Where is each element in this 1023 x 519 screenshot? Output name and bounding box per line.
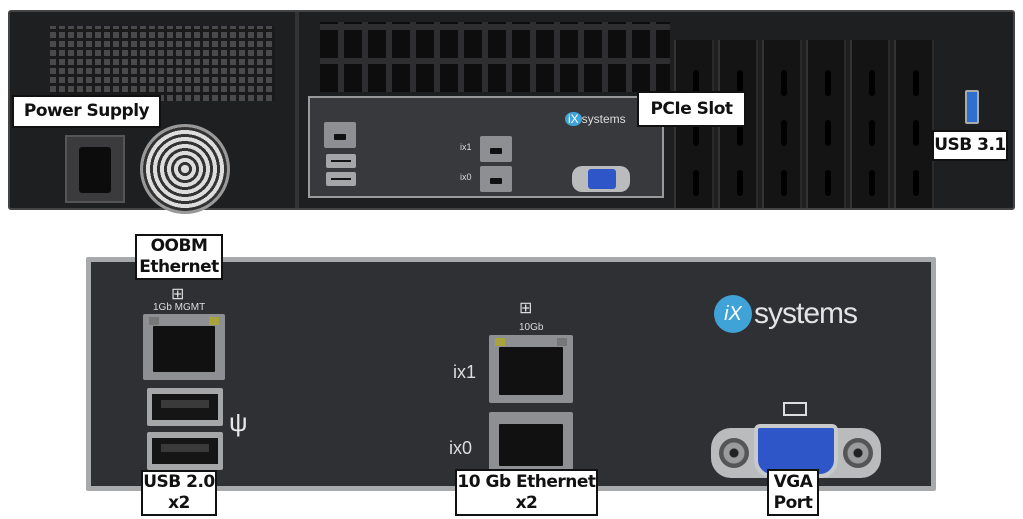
label-usb31: USB 3.1: [932, 130, 1008, 161]
label-vga-port: VGA Port: [767, 469, 819, 516]
label-10gb-ethernet: 10 Gb Ethernet x2: [455, 469, 598, 516]
network-icon: ⊞: [519, 300, 533, 317]
brand-small: systems: [581, 112, 626, 126]
usb-icon: ψ: [229, 407, 248, 437]
label-usb20: USB 2.0 x2: [141, 470, 217, 516]
monitor-icon: [783, 402, 807, 416]
label-oobm-ethernet: OOBM Ethernet: [135, 234, 223, 280]
psu-divider: [295, 12, 299, 208]
usb31-port: [965, 90, 979, 124]
oobm-ethernet-port: [143, 314, 225, 380]
ix1-port: [489, 335, 573, 403]
brand-mark-small: iX: [565, 112, 582, 126]
top-vent: [320, 22, 670, 92]
tengb-caption: 10Gb: [519, 322, 544, 333]
fan-icon: [140, 124, 230, 214]
network-icon: ⊞: [171, 286, 185, 303]
usb20-port-2: [147, 432, 223, 470]
label-pcie-slot: PCIe Slot: [637, 91, 746, 127]
mgmt-caption: 1Gb MGMT: [153, 302, 206, 313]
power-inlet-icon: [65, 135, 125, 203]
label-power-supply: Power Supply: [12, 95, 161, 128]
ix0-label: ix0: [449, 438, 473, 458]
ix1-label-small: ix1: [460, 142, 472, 152]
ix0-label-small: ix0: [460, 172, 472, 182]
io-panel-detail: ⊞ 1Gb MGMT ψ ⊞ 10Gb ix1 ix0 iX systems: [86, 257, 936, 491]
ix0-port: [489, 412, 573, 474]
psu-vent: [50, 26, 275, 101]
ix1-label: ix1: [453, 362, 477, 382]
usb20-port-1: [147, 388, 223, 426]
ixsystems-logo: iX systems: [714, 292, 858, 336]
